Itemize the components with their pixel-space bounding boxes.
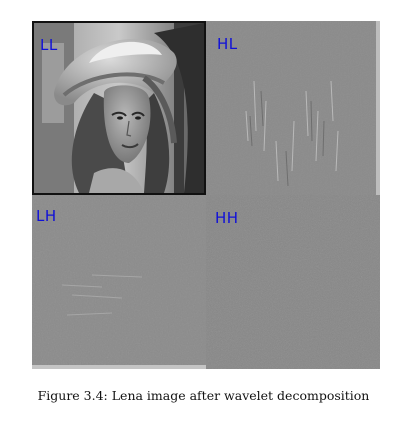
hh-subband-image: HH bbox=[206, 195, 380, 369]
ll-portrait-graphic bbox=[34, 23, 204, 193]
lh-detail-graphic bbox=[32, 195, 206, 369]
lh-label: LH bbox=[36, 207, 57, 225]
ll-label: LL bbox=[40, 36, 58, 54]
wavelet-decomposition-figure: LL HL bbox=[32, 21, 380, 369]
hl-subband-image: HL bbox=[206, 21, 380, 195]
hl-detail-graphic bbox=[206, 21, 380, 195]
hh-label: HH bbox=[215, 209, 239, 227]
ll-subband-image: LL bbox=[32, 21, 206, 195]
hh-detail-graphic bbox=[206, 195, 380, 369]
hl-label: HL bbox=[217, 35, 238, 53]
figure-caption: Figure 3.4: Lena image after wavelet dec… bbox=[37, 388, 370, 403]
lh-subband-image: LH bbox=[32, 195, 206, 369]
